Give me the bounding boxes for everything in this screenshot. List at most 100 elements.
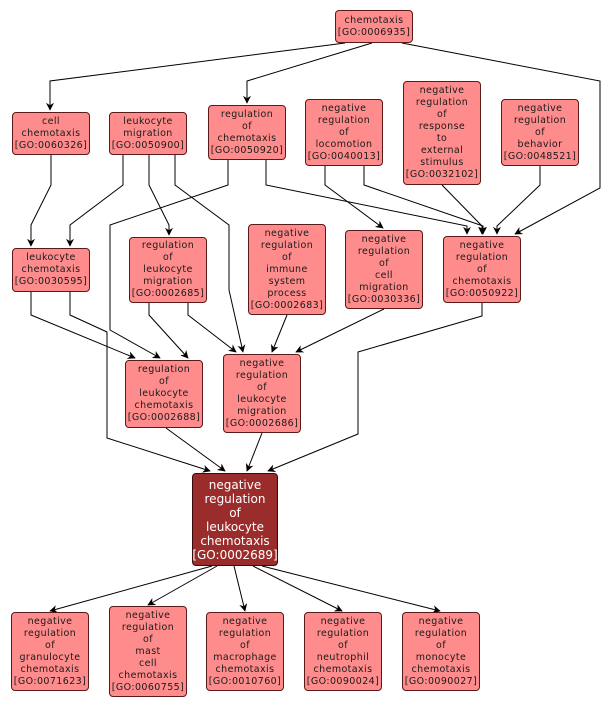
term-name-line: negative: [27, 615, 73, 627]
term-name-line: regulation: [235, 369, 289, 381]
go-id-label: [GO:0060326]: [14, 139, 88, 151]
go-id-label: [GO:0002688]: [127, 412, 201, 423]
term-name-line: negative: [320, 615, 366, 627]
edge-GO0002689-to-GO0071623: [49, 565, 213, 613]
edge-GO0006935-to-GO0060326: [46, 42, 346, 111]
edge-GO0002689-to-GO0010760: [233, 565, 248, 612]
edge-GO0002686-to-GO0002689: [245, 432, 263, 472]
go-id-label: [GO:0090024]: [306, 675, 380, 687]
edge-GO0050922-to-GO0002689: [267, 303, 483, 472]
edge-GO0032102-to-GO0050922: [441, 184, 486, 235]
term-name-line: chemotaxis: [118, 669, 178, 681]
edge-GO0060326-to-GO0030595: [27, 155, 52, 247]
term-name-line: negative: [418, 615, 464, 627]
term-name-line: leukocyte: [123, 115, 173, 127]
term-name-line: behavior: [517, 138, 563, 150]
term-name-line: leukocyte: [143, 264, 193, 275]
term-name-line: chemotaxis: [344, 14, 404, 26]
term-name-line: leukocyte: [139, 388, 189, 399]
term-name-line: regulation: [513, 114, 567, 126]
go-id-label: [GO:0071623]: [13, 675, 87, 687]
term-name-line: negative: [125, 609, 171, 621]
edge-GO0048521-to-GO0050922: [493, 166, 541, 235]
term-name-line: regulation: [218, 627, 272, 639]
term-name-line: of: [535, 126, 545, 138]
term-name-line: to: [436, 133, 448, 144]
go-id-label: [GO:0002689]: [192, 547, 278, 562]
edge-GO0050900-to-GO0002685: [148, 155, 173, 236]
term-name-line: chemotaxis: [20, 663, 80, 675]
term-name-line: immune: [266, 263, 308, 275]
go-id-label: [GO:0040013]: [307, 150, 381, 162]
term-name-line: of: [45, 639, 55, 651]
term-name-line: regulation: [316, 627, 370, 639]
term-name-line: cell: [139, 657, 157, 669]
edge-GO0002688-to-GO0002689: [165, 427, 226, 472]
go-id-label: [GO:0090027]: [404, 675, 478, 687]
term-name-line: regulation: [121, 621, 175, 633]
term-name-line: regulation: [204, 491, 266, 506]
edge-GO0030336-to-GO0002686: [295, 308, 385, 353]
term-name-line: chemotaxis: [313, 663, 373, 675]
term-name-line: chemotaxis: [200, 533, 270, 548]
term-name-line: of: [338, 639, 348, 651]
edge-GO0030595-to-GO0002689: [69, 292, 211, 473]
edge-GO0030595-to-GO0002688: [30, 292, 136, 359]
term-name-line: of: [477, 263, 487, 275]
go-id-label: [GO:0048521]: [503, 150, 577, 162]
term-name-line: chemotaxis: [215, 663, 275, 675]
go-id-label: [GO:0010760]: [208, 675, 282, 687]
term-name-line: process: [267, 287, 307, 299]
term-name-line: negative: [321, 102, 367, 114]
edge-GO0002685-to-GO0002688: [148, 303, 189, 359]
term-name-line: cell: [375, 269, 393, 281]
go-id-label: [GO:0032102]: [405, 169, 479, 180]
term-name-line: neutrophil: [316, 651, 370, 663]
term-name-line: chemotaxis: [452, 275, 512, 287]
edge-GO0050920-to-GO0050922: [265, 160, 471, 235]
term-name-line: negative: [239, 357, 285, 369]
term-name-line: macrophage: [213, 651, 277, 663]
term-name-line: regulation: [357, 245, 411, 257]
edge-GO0040013-to-GO0030336: [324, 166, 384, 229]
term-name-line: of: [282, 251, 292, 263]
term-name-line: mast: [135, 645, 161, 657]
term-name-line: regulation: [23, 627, 77, 639]
edge-GO0006935-to-GO0050920: [243, 42, 373, 104]
term-name-line: negative: [208, 477, 262, 492]
edge-GO0002683-to-GO0002686: [270, 314, 288, 353]
go-term-node-go0006935[interactable]: chemotaxis[GO:0006935]: [335, 10, 413, 43]
term-name-line: leukocyte: [206, 519, 264, 534]
term-name-line: migration: [143, 276, 193, 287]
term-name-line: of: [229, 505, 241, 520]
edge-GO0002685-to-GO0002686: [187, 303, 237, 353]
term-name-line: negative: [222, 615, 268, 627]
term-name-line: of: [436, 639, 446, 651]
term-name-line: migration: [359, 281, 409, 293]
term-name-line: granulocyte: [19, 651, 81, 663]
term-name-line: migration: [237, 405, 287, 417]
term-name-line: of: [143, 633, 153, 645]
go-id-label: [GO:0002685]: [131, 288, 205, 299]
term-name-line: regulation: [414, 627, 468, 639]
